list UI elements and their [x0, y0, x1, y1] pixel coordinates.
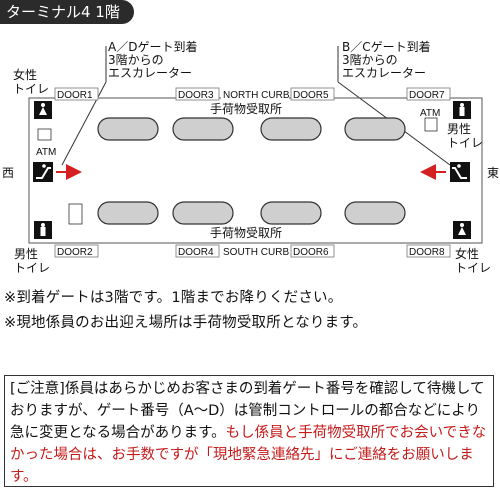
toilet-label-top-right-2: トイレ [447, 136, 483, 150]
toilet-icon-bottom-right [453, 221, 471, 239]
carousel-top-4 [344, 117, 406, 141]
caution-red-text: もし係員と手荷物受取所でお会いできなかった場合は、お手数ですが「現地緊急連絡先」… [10, 425, 487, 485]
toilet-label-top-right-1: 男性 [447, 122, 471, 136]
atm-left-label: ATM [36, 147, 56, 158]
escalator-icon-left [33, 162, 53, 182]
page-title: ターミナル4 1階 [0, 0, 134, 24]
east-label: 東 [487, 166, 499, 180]
escalator-icon-right [450, 162, 470, 182]
callout-right: B／Cゲート到着 3階からの エスカレーター [342, 39, 431, 80]
south-curb-label: SOUTH CURB [223, 247, 289, 258]
kiosk-box-right [424, 117, 438, 132]
door7-label: DOOR7 [409, 90, 445, 101]
carousel-top-2 [172, 117, 234, 141]
terminal-map: A／Dゲート到着 3階からの エスカレーター B／Cゲート到着 3階からの エス… [2, 39, 499, 275]
atm-right-label: ATM [420, 108, 440, 119]
toilet-icon-top-right [453, 101, 471, 119]
toilet-label-bottom-right-1: 女性 [455, 246, 479, 261]
terminal-outline [28, 97, 483, 244]
toilet-label-top-left-2: トイレ [13, 82, 49, 96]
toilet-label-bottom-left-2: トイレ [14, 261, 50, 275]
callout-right-line1: B／Cゲート到着 [342, 39, 431, 54]
kiosk-box-bottom [68, 203, 83, 225]
callout-left: A／Dゲート到着 3階からの エスカレーター [108, 39, 197, 80]
north-curb-label: NORTH CURB [223, 90, 290, 101]
callout-left-line2: 3階からの [108, 52, 164, 67]
callout-left-line1: A／Dゲート到着 [108, 39, 197, 54]
toilet-icon-bottom-left [34, 221, 52, 239]
caution-box: [ご注意]係員はあらかじめお客さまの到着ゲート番号を確認して待機しておりますが、… [4, 375, 494, 487]
baggage-claim-label-bottom: 手荷物受取所 [210, 226, 282, 240]
note-arrival-gate: ※到着ゲートは3階です。1階までお降りください。 [4, 290, 343, 306]
callout-right-line3: エスカレーター [342, 66, 426, 80]
carousel-bottom-2 [172, 201, 234, 225]
note-meeting-place: ※現地係員のお出迎え場所は手荷物受取所となります。 [4, 315, 368, 331]
carousel-top-1 [97, 117, 159, 141]
callout-left-line3: エスカレーター [108, 66, 192, 80]
toilet-label-bottom-right-2: トイレ [455, 261, 491, 275]
door6-label: DOOR6 [293, 247, 329, 258]
callout-left-line [61, 81, 107, 166]
door5-label: DOOR5 [293, 90, 329, 101]
caution-text: [ご注意]係員はあらかじめお客さまの到着ゲート番号を確認して待機しておりますが、… [10, 381, 485, 441]
baggage-claim-label-top: 手荷物受取所 [210, 102, 282, 116]
kiosk-box-left [37, 128, 52, 141]
toilet-icon-top-left [34, 101, 52, 119]
carousel-bottom-3 [260, 201, 322, 225]
carousel-bottom-1 [97, 201, 159, 225]
toilet-label-bottom-left-1: 男性 [14, 247, 38, 261]
door8-label: DOOR8 [409, 247, 445, 258]
toilet-label-top-left-1: 女性 [13, 67, 37, 82]
carousel-bottom-4 [344, 201, 406, 225]
west-label: 西 [2, 166, 14, 180]
callout-right-line2: 3階からの [342, 52, 398, 67]
door4-label: DOOR4 [178, 247, 214, 258]
door1-label: DOOR1 [57, 90, 93, 101]
carousel-top-3 [260, 117, 322, 141]
door3-label: DOOR3 [178, 90, 214, 101]
door2-label: DOOR2 [57, 247, 93, 258]
